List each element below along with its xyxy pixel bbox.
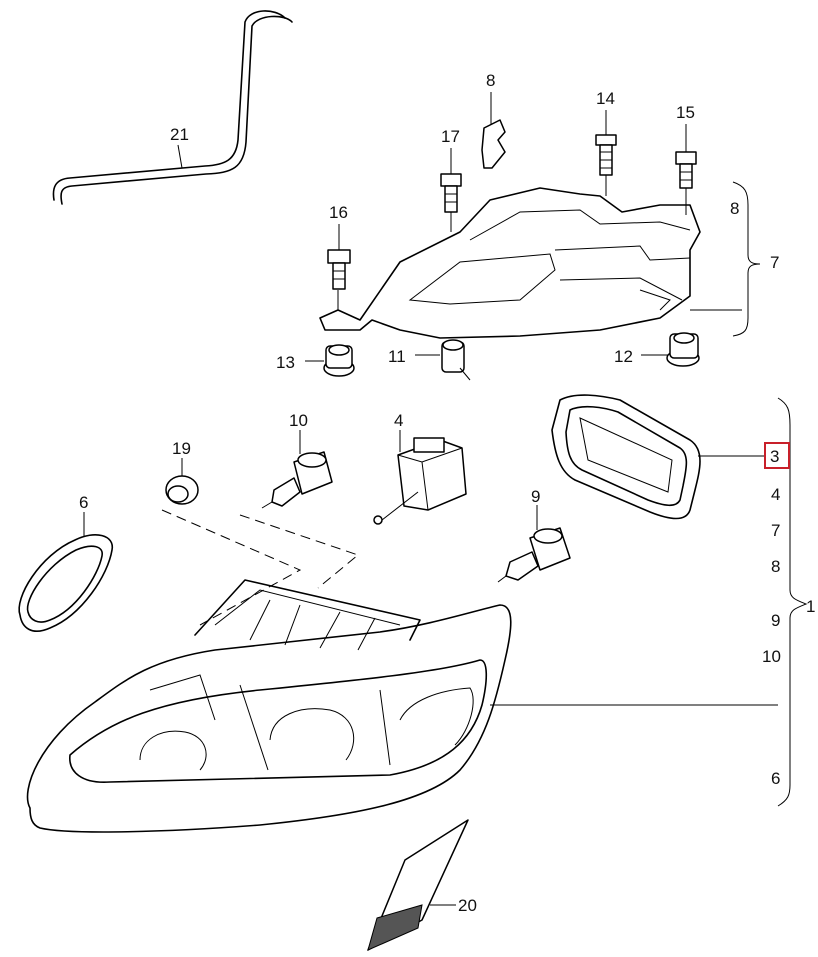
legend-item-4: 10 [762, 647, 781, 666]
legend-item-5: 6 [771, 769, 780, 788]
callout-15: 15 [676, 103, 695, 122]
callout-6: 6 [79, 493, 88, 512]
bulb-part-9 [497, 505, 571, 583]
callout-19: 19 [172, 439, 191, 458]
callout-11: 11 [388, 347, 406, 366]
callout-16: 16 [329, 203, 348, 222]
callout-7: 7 [770, 253, 779, 272]
legend-list: 3 4 7 8 9 10 6 1 [762, 442, 815, 788]
headlight-housing [26, 579, 778, 833]
screw-part-17 [440, 148, 462, 213]
bracket-brace [690, 181, 761, 337]
callout-21: 21 [170, 125, 189, 144]
callout-14: 14 [596, 89, 615, 108]
bulb-part-10 [261, 430, 333, 509]
bulb-part-19 [165, 458, 199, 505]
clip-part-8 [481, 92, 506, 169]
ring-part-6 [18, 512, 113, 632]
bracket-assembly [319, 175, 701, 339]
hose-part-21 [52, 10, 293, 205]
legend-item-3: 9 [771, 611, 780, 630]
legend-item-0: 4 [771, 485, 780, 504]
callout-8-bracket: 8 [730, 199, 739, 218]
callout-20: 20 [458, 896, 477, 915]
callout-8: 8 [486, 71, 495, 90]
callout-labels: 21 8 14 15 17 16 8 7 13 11 12 10 4 19 9 … [79, 71, 779, 915]
callout-13: 13 [276, 353, 295, 372]
legend-brace [777, 397, 808, 807]
legend-total: 1 [806, 597, 815, 616]
label-part-20 [367, 819, 469, 951]
module-part-4 [373, 430, 467, 525]
clip-part-12 [641, 332, 700, 367]
callout-10: 10 [289, 411, 308, 430]
callout-17: 17 [441, 127, 460, 146]
screw-part-14 [595, 110, 617, 176]
trim-ring-part-3 [551, 394, 766, 520]
callout-12: 12 [614, 347, 633, 366]
clip-part-13 [305, 344, 355, 377]
callout-9: 9 [531, 487, 540, 506]
legend-item-highlighted: 3 [770, 447, 779, 466]
screw-part-15 [675, 124, 697, 189]
screw-part-16 [327, 224, 351, 290]
callout-4: 4 [394, 411, 403, 430]
legend-item-1: 7 [771, 521, 780, 540]
highlight-box [764, 442, 790, 469]
clip-part-11 [415, 339, 471, 381]
legend-item-2: 8 [771, 557, 780, 576]
assembly-lines [161, 509, 360, 626]
